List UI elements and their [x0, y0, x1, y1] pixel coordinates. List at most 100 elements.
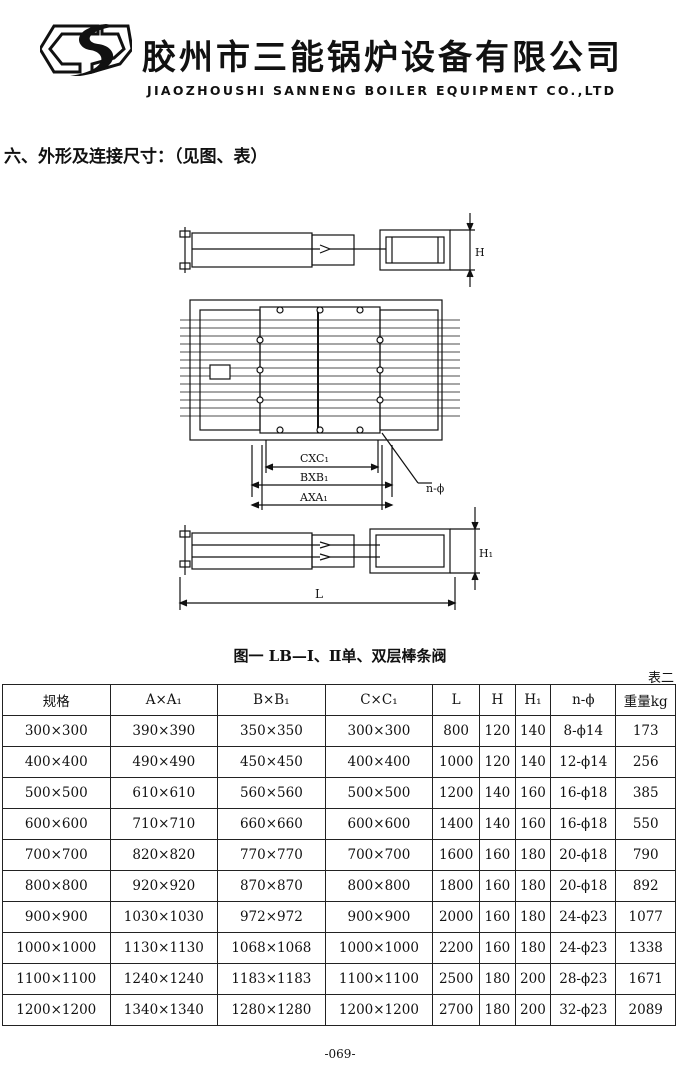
table-cell: 1077: [615, 901, 676, 933]
table-cell: 660×660: [217, 808, 326, 840]
table-cell: 1068×1068: [217, 932, 326, 964]
page-header: 胶州市三能锅炉设备有限公司 JIAOZHOUSHI SANNENG BOILER…: [0, 0, 680, 110]
col-header: C×C₁: [324, 684, 434, 716]
table-cell: 1130×1130: [109, 932, 219, 964]
table-cell: 256: [615, 746, 676, 778]
table-cell: 200: [514, 963, 552, 995]
table-cell: 385: [615, 777, 676, 809]
table-cell: 400×400: [324, 746, 434, 778]
table-cell: 350×350: [217, 715, 326, 747]
company-name-cn: 胶州市三能锅炉设备有限公司: [142, 38, 623, 78]
table-cell: 180: [514, 901, 552, 933]
table-cell: 140: [479, 777, 516, 809]
table-header-row: 规格 A×A₁ B×B₁ C×C₁ L H H₁ n-ϕ 重量kg: [2, 684, 676, 716]
table-cell: 1100×1100: [324, 963, 434, 995]
table-cell: 300×300: [2, 715, 111, 747]
table-cell: 900×900: [2, 901, 111, 933]
table-cell: 120: [479, 715, 516, 747]
table-cell: 550: [615, 808, 676, 840]
table-cell: 180: [514, 870, 552, 902]
label-h1: H₁: [479, 547, 493, 560]
table-cell: 1340×1340: [109, 994, 219, 1026]
table-cell: 390×390: [109, 715, 219, 747]
table-cell: 24-ϕ23: [550, 901, 617, 933]
table-cell: 560×560: [217, 777, 326, 809]
table-cell: 1000×1000: [2, 932, 111, 964]
table-cell: 2500: [432, 963, 481, 995]
company-name-en: JIAOZHOUSHI SANNENG BOILER EQUIPMENT CO.…: [147, 83, 617, 98]
table-cell: 892: [615, 870, 676, 902]
label-bxb1: BXB₁: [300, 471, 328, 484]
col-header: L: [432, 684, 481, 716]
table-cell: 12-ϕ14: [550, 746, 617, 778]
table-cell: 500×500: [2, 777, 111, 809]
table-cell: 1183×1183: [217, 963, 326, 995]
table-cell: 700×700: [2, 839, 111, 871]
table-cell: 1338: [615, 932, 676, 964]
table-cell: 710×710: [109, 808, 219, 840]
table-cell: 173: [615, 715, 676, 747]
table-cell: 24-ϕ23: [550, 932, 617, 964]
table-cell: 140: [479, 808, 516, 840]
plan-view: [180, 299, 460, 510]
table-cell: 972×972: [217, 901, 326, 933]
col-header: 规格: [2, 684, 111, 716]
figure-caption: 图一 LB—Ⅰ、Ⅱ单、双层棒条阀: [233, 647, 447, 665]
table-cell: 800×800: [2, 870, 111, 902]
valve-outline-drawing: H CXC₁: [178, 213, 493, 610]
table-cell: 2200: [432, 932, 481, 964]
table-cell: 490×490: [109, 746, 219, 778]
table-cell: 1200×1200: [324, 994, 434, 1026]
label-n-phi: n-ϕ: [426, 482, 445, 495]
table-cell: 180: [479, 963, 516, 995]
bottom-elevation-view: [178, 507, 480, 610]
table-cell: 1240×1240: [109, 963, 219, 995]
table-cell: 1030×1030: [109, 901, 219, 933]
table-cell: 20-ϕ18: [550, 839, 617, 871]
table-cell: 1200×1200: [2, 994, 111, 1026]
col-header: 重量kg: [615, 684, 676, 716]
table-cell: 160: [514, 808, 552, 840]
table-cell: 300×300: [324, 715, 434, 747]
table-cell: 1200: [432, 777, 481, 809]
table-cell: 1280×1280: [217, 994, 326, 1026]
table-cell: 160: [479, 901, 516, 933]
col-header: A×A₁: [109, 684, 219, 716]
table-cell: 920×920: [109, 870, 219, 902]
table-cell: 180: [479, 994, 516, 1026]
table-cell: 140: [514, 715, 552, 747]
table-cell: 1000×1000: [324, 932, 434, 964]
col-header: B×B₁: [217, 684, 326, 716]
table-cell: 2700: [432, 994, 481, 1026]
table-cell: 120: [479, 746, 516, 778]
table-cell: 1800: [432, 870, 481, 902]
label-axa1: AXA₁: [299, 491, 328, 504]
table-cell: 1000: [432, 746, 481, 778]
table-cell: 180: [514, 839, 552, 871]
table-cell: 600×600: [324, 808, 434, 840]
col-header: n-ϕ: [550, 684, 617, 716]
table-cell: 160: [514, 777, 552, 809]
table-cell: 32-ϕ23: [550, 994, 617, 1026]
table-cell: 160: [479, 839, 516, 871]
table-cell: 900×900: [324, 901, 434, 933]
table-cell: 140: [514, 746, 552, 778]
table-cell: 800×800: [324, 870, 434, 902]
table-cell: 1671: [615, 963, 676, 995]
section-title: 六、外形及连接尺寸：（见图、表）: [4, 147, 268, 167]
table-cell: 1100×1100: [2, 963, 111, 995]
top-elevation-view: [179, 213, 475, 287]
label-l: L: [315, 587, 323, 601]
col-header: H: [479, 684, 516, 716]
table-label: 表二: [647, 671, 674, 686]
